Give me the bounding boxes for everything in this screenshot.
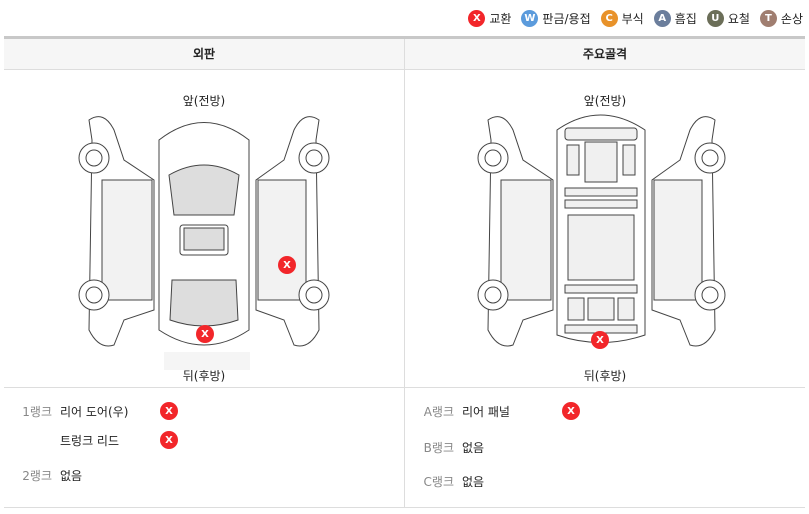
exchange-icon: X <box>160 402 178 420</box>
rank-label: 1랭크 <box>22 404 52 419</box>
exchange-icon: X <box>160 431 178 449</box>
front-caption: 앞(전방) <box>583 94 627 108</box>
rank-label: B랭크 <box>423 440 454 455</box>
exchange-icon: X <box>562 402 580 420</box>
rank-row: 트렁크 리드 X <box>14 430 178 450</box>
front-caption: 앞(전방) <box>182 94 226 108</box>
legend-label: 교환 <box>489 12 512 26</box>
rank-label: A랭크 <box>423 404 454 419</box>
rank-row: 1랭크 리어 도어(우) X <box>14 401 178 421</box>
part-name: 리어 패널 <box>462 404 510 419</box>
left-side-view <box>477 116 554 347</box>
left-side-view <box>78 116 155 347</box>
frame-top-view <box>556 114 646 343</box>
rank-label: 2랭크 <box>22 468 52 483</box>
damage-marker-rear-door[interactable]: X <box>278 256 296 274</box>
legend-label: 흠집 <box>674 12 697 26</box>
exterior-diagram: 앞(전방) 뒤(후방) <box>4 70 405 387</box>
frame-diagram: 앞(전방) 뒤(후방) <box>405 70 805 387</box>
frame-header: 주요골격 <box>582 47 628 61</box>
legend-label: 부식 <box>621 12 644 26</box>
rank-row: A랭크 리어 패널 X <box>416 401 580 421</box>
rank-row: 2랭크 없음 <box>14 465 160 485</box>
exterior-ranks: 1랭크 리어 도어(우) X 트렁크 리드 X 2랭크 없음 <box>4 388 405 507</box>
legend-label: 손상 <box>780 12 803 26</box>
rear-caption: 뒤(후방) <box>583 369 627 383</box>
part-name: 없음 <box>462 440 485 455</box>
damage-marker-trunk-lid[interactable]: X <box>196 325 214 343</box>
part-name: 트렁크 리드 <box>60 433 120 448</box>
damage-marker-rear-panel[interactable]: X <box>591 331 609 349</box>
exterior-header: 외판 <box>4 39 405 69</box>
part-name: 없음 <box>60 468 83 483</box>
scratch-icon: A <box>653 10 671 27</box>
dent-icon: U <box>706 10 724 27</box>
part-name: 리어 도어(우) <box>60 404 129 419</box>
right-side-view <box>651 116 726 347</box>
weld-icon: W <box>521 10 539 27</box>
rank-row: B랭크 없음 <box>416 437 562 457</box>
frame-ranks: A랭크 리어 패널 X B랭크 없음 C랭크 없음 <box>405 388 805 507</box>
car-frame-drawing <box>477 114 726 347</box>
corrosion-icon: C <box>600 10 618 27</box>
rank-row: C랭크 없음 <box>416 471 562 491</box>
exchange-icon: X <box>468 10 486 27</box>
car-exterior-drawing <box>78 116 330 370</box>
rank-label: C랭크 <box>423 474 454 489</box>
part-name: 없음 <box>462 474 485 489</box>
rear-caption: 뒤(후방) <box>182 369 226 383</box>
damage-icon: T <box>759 10 777 27</box>
legend-label: 요철 <box>727 12 750 26</box>
legend-label: 판금/용접 <box>542 12 591 26</box>
right-side-view <box>255 116 330 347</box>
inspection-table: 외판 주요골격 앞(전방) 뒤(후방) <box>4 36 805 508</box>
top-view <box>158 122 250 370</box>
